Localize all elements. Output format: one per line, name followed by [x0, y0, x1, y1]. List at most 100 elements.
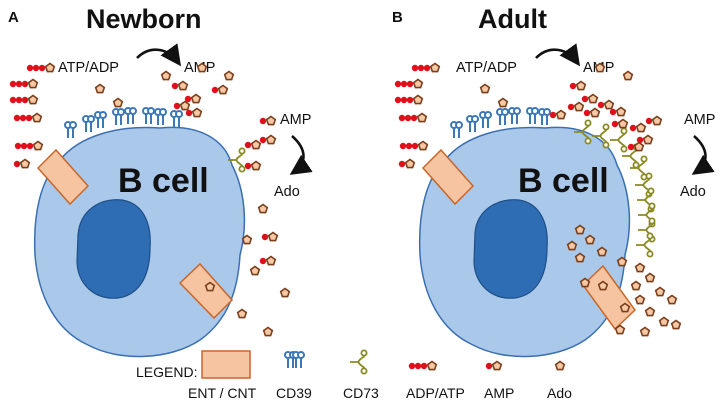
- amp-molecule: [627, 141, 645, 152]
- amp-molecule: [645, 115, 663, 126]
- adp-atp-molecule: [394, 94, 424, 105]
- cd39-group: [64, 107, 183, 138]
- cd39-enzyme: [94, 111, 107, 128]
- cd73-enzyme: [610, 127, 628, 153]
- cd39-enzyme: [142, 107, 155, 124]
- adenosine-molecule: [666, 294, 678, 305]
- amp-molecule: [611, 118, 629, 129]
- adenosine-molecule: [594, 62, 606, 73]
- adenosine-molecule: [644, 272, 656, 283]
- b-cell-label: B cell: [118, 162, 209, 200]
- ent-cnt-transporter: [36, 148, 90, 206]
- legend-ado-icon: [554, 360, 566, 371]
- legend-ent-cnt-swatch: [201, 350, 251, 379]
- cd73-enzyme: [574, 119, 592, 145]
- adp-atp-molecule: [9, 78, 39, 89]
- amp-molecule: [259, 115, 277, 126]
- adenosine-molecule: [634, 294, 646, 305]
- adenosine-molecule: [622, 70, 634, 81]
- adenosine-molecule: [619, 302, 631, 313]
- amp-molecule: [211, 84, 229, 95]
- panel-letter-a: A: [8, 9, 19, 26]
- adenosine-molecule: [257, 203, 269, 214]
- amp-molecule: [549, 109, 567, 120]
- cd39-enzyme: [112, 108, 125, 125]
- adenosine-molecule: [249, 265, 261, 276]
- amp-molecule: [583, 107, 601, 118]
- adp-atp-molecule: [398, 112, 428, 123]
- adenosine-molecule: [654, 286, 666, 297]
- adenosine-molecule: [241, 234, 253, 245]
- nucleus: [473, 199, 548, 299]
- adenosine-molecule: [584, 234, 596, 245]
- legend-ent-cnt-label: ENT / CNT: [188, 385, 257, 401]
- adenosine-molecule: [616, 256, 628, 267]
- adp-atp-molecule: [9, 94, 39, 105]
- adenosine-molecule: [236, 308, 248, 319]
- cd39-enzyme: [170, 110, 183, 127]
- panel-letter-b: B: [392, 9, 403, 26]
- amp-molecule: [244, 139, 262, 150]
- adenosine-molecule: [574, 252, 586, 263]
- ent-cnt-transporter: [421, 148, 475, 206]
- panel-title-adult: Adult: [478, 4, 547, 34]
- adp-atp-molecule: [14, 140, 44, 151]
- amp-molecule: [244, 160, 262, 171]
- amp-label-right: AMP: [684, 112, 715, 128]
- adenosine-molecule: [196, 62, 208, 73]
- adenosine-molecule: [279, 287, 291, 298]
- adp-atp-molecule: [408, 360, 438, 371]
- panel-newborn: A Newborn B cell ATP/ADP AMP AMP Ado: [8, 4, 313, 358]
- legend: LEGEND: ENT / CNT CD39 CD73 ADP/ATP AMP …: [136, 349, 572, 401]
- cd39-enzyme: [496, 108, 509, 125]
- panel-adult: B Adult B cell ATP/ADP AMP AMP Ado: [392, 4, 715, 358]
- adp-atp-molecule: [13, 112, 43, 123]
- cd39-enzyme: [64, 121, 77, 138]
- atp-to-amp-arrow: [535, 43, 581, 67]
- nucleus: [76, 199, 151, 299]
- adenosine-molecule: [644, 306, 656, 317]
- amp-molecule: [567, 101, 585, 112]
- adp-atp-molecule: [411, 62, 441, 73]
- amp-molecule: [173, 100, 191, 111]
- adenosine-molecule: [639, 326, 651, 337]
- cd39-enzyme: [508, 107, 521, 124]
- cd73-enzyme: [228, 147, 246, 173]
- adenosine-molecule: [112, 97, 124, 108]
- adenosine-molecule: [554, 360, 566, 371]
- adenosine-molecule: [94, 83, 106, 94]
- legend-ado-label: Ado: [547, 385, 572, 401]
- cd73-group: [228, 147, 246, 173]
- cd73-enzyme: [592, 123, 610, 149]
- adenosine-molecule: [204, 281, 216, 292]
- amp-molecule: [485, 360, 503, 371]
- molecules-adult: [394, 62, 682, 337]
- ado-label: Ado: [274, 184, 300, 200]
- legend-adp-atp-label: ADP/ATP: [406, 385, 465, 401]
- amp-molecule: [597, 99, 615, 110]
- adenosine-molecule: [658, 316, 670, 327]
- adenosine-molecule: [596, 246, 608, 257]
- amp-to-ado-arrow: [289, 135, 313, 175]
- amp-molecule: [398, 158, 416, 169]
- molecules-newborn: [9, 62, 291, 337]
- atp-to-amp-arrow: [136, 43, 182, 67]
- cd39-enzyme: [124, 107, 137, 124]
- cd39-enzyme: [479, 111, 492, 128]
- adenosine-molecule: [634, 262, 646, 273]
- adenosine-molecule: [479, 83, 491, 94]
- adenosine-molecule: [614, 324, 626, 335]
- legend-cd73-icon: [350, 349, 368, 375]
- adenosine-molecule: [630, 280, 642, 291]
- legend-amp-label: AMP: [484, 385, 514, 401]
- adenosine-molecule: [566, 240, 578, 251]
- amp-molecule: [569, 80, 587, 91]
- amp-molecule: [259, 134, 277, 145]
- cd39-enzyme: [450, 121, 463, 138]
- cd73-enzyme: [636, 232, 654, 258]
- adenosine-molecule: [597, 280, 609, 291]
- legend-cd39-label: CD39: [276, 385, 312, 401]
- cd73-group: [574, 119, 656, 258]
- cd39-enzyme: [538, 108, 551, 125]
- adenosine-molecule: [160, 70, 172, 81]
